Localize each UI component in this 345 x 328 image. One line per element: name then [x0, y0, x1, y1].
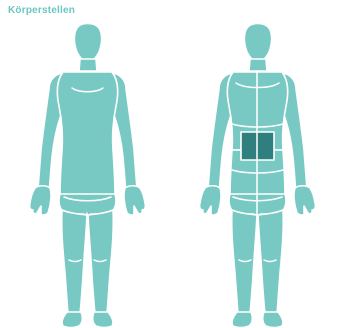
- back-neck[interactable]: [249, 59, 267, 71]
- front-body-svg: [5, 20, 170, 328]
- front-torso[interactable]: [57, 72, 117, 196]
- back-left-hand[interactable]: [294, 186, 315, 215]
- page-title: Körperstellen: [8, 5, 75, 17]
- back-body-view: [175, 20, 340, 328]
- back-lower-back-selected[interactable]: [241, 132, 274, 160]
- front-left-hand[interactable]: [124, 186, 145, 215]
- front-right-leg[interactable]: [62, 210, 87, 314]
- back-left-foot[interactable]: [263, 312, 283, 328]
- back-body-svg: [175, 20, 340, 328]
- back-left-leg[interactable]: [258, 210, 283, 314]
- front-right-hand[interactable]: [30, 186, 51, 215]
- front-left-leg[interactable]: [88, 210, 113, 314]
- front-head[interactable]: [74, 24, 101, 64]
- front-body-view: [5, 20, 170, 328]
- front-neck[interactable]: [79, 59, 97, 71]
- back-head[interactable]: [244, 24, 271, 64]
- back-right-foot[interactable]: [232, 312, 252, 328]
- front-left-foot[interactable]: [93, 312, 113, 328]
- back-right-hand[interactable]: [200, 186, 221, 215]
- front-right-foot[interactable]: [62, 312, 82, 328]
- back-right-leg[interactable]: [232, 210, 257, 314]
